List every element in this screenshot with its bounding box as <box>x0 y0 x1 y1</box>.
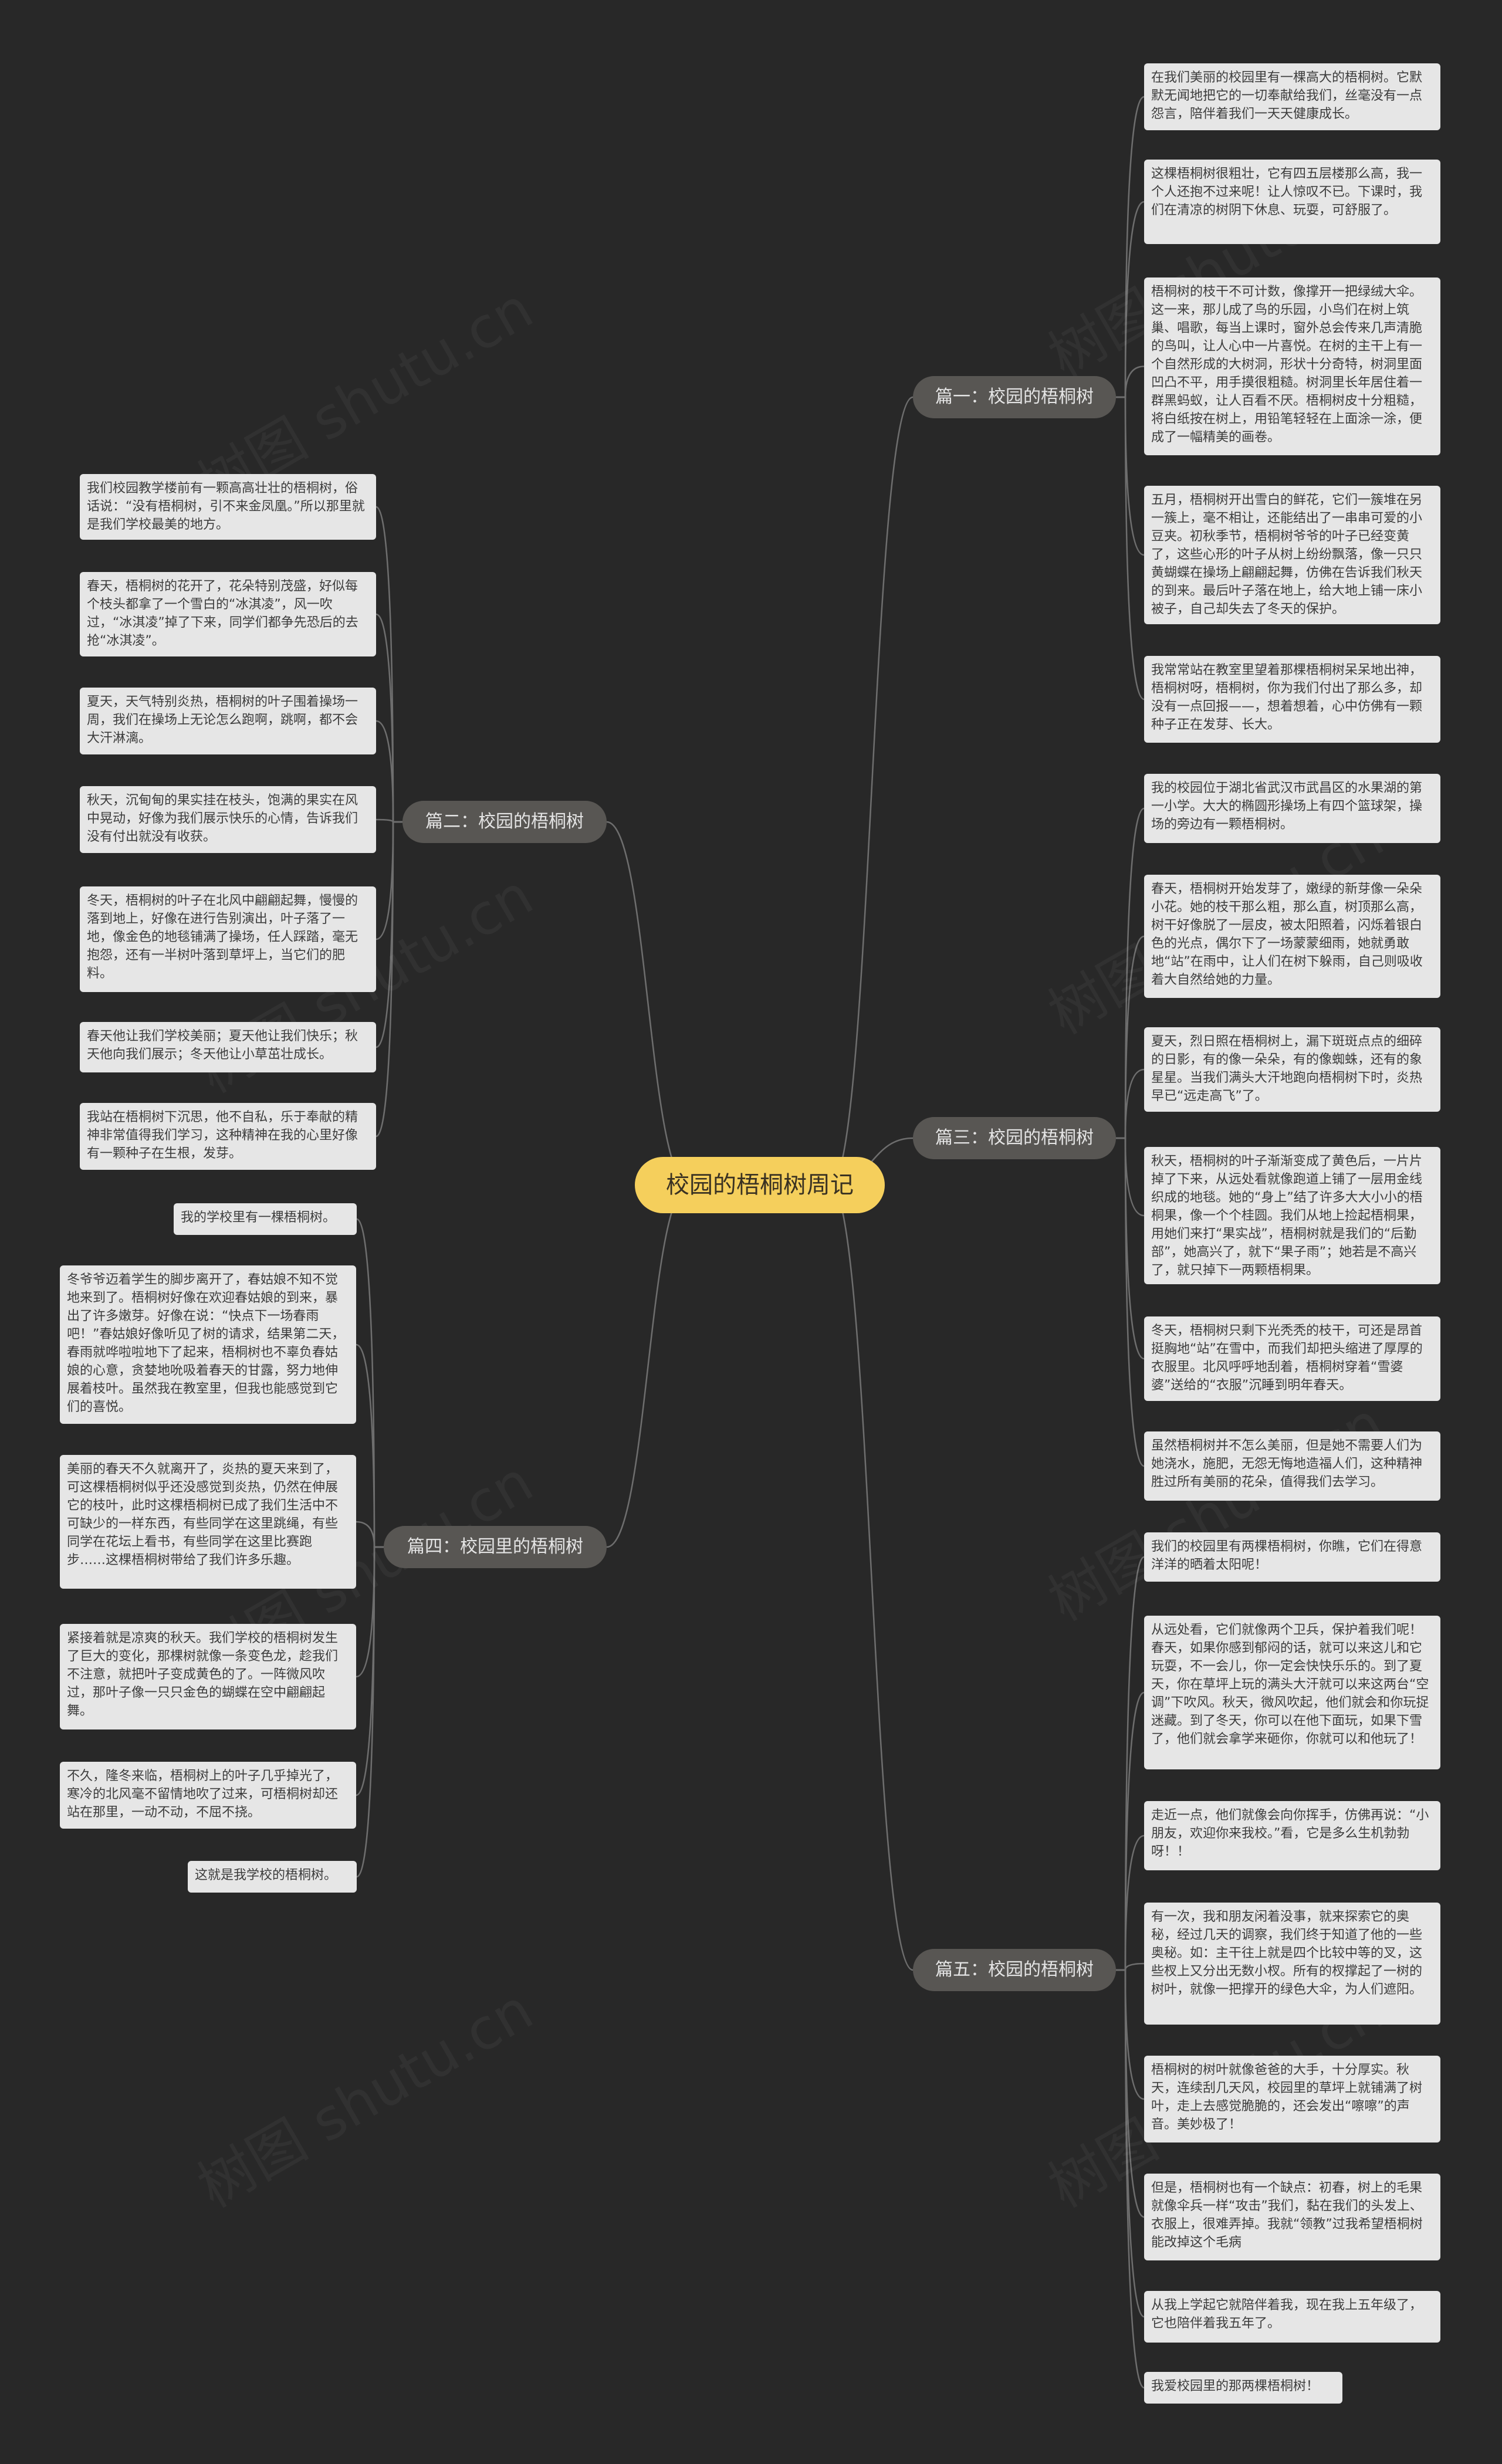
branch-5-leaf-7[interactable]: 从我上学起它就陪伴着我，现在我上五年级了，它也陪伴着我五年了。 <box>1144 2291 1440 2343</box>
branch-2-leaf-6[interactable]: 春天他让我们学校美丽；夏天他让我们快乐；秋天他向我们展示；冬天他让小草茁壮成长。 <box>80 1022 376 1072</box>
branch-1-leaf-1[interactable]: 在我们美丽的校园里有一棵高大的梧桐树。它默默无闻地把它的一切奉献给我们，丝毫没有… <box>1144 63 1440 130</box>
branch-2-leaf-5-connector <box>376 821 402 940</box>
branch-3-leaf-1[interactable]: 我的校园位于湖北省武汉市武昌区的水果湖的第一小学。大大的椭圆形操场上有四个篮球架… <box>1144 774 1440 843</box>
root-to-branch-4-connector <box>606 1184 690 1548</box>
branch-1-leaf-3-connector <box>1116 365 1145 398</box>
branch-5-leaf-6-connector <box>1116 1969 1145 2218</box>
branch-4-leaf-2-connector <box>356 1343 384 1548</box>
branch-3-leaf-2-connector <box>1116 935 1145 1139</box>
branch-2-leaf-2-connector <box>376 613 402 823</box>
branch-1-leaf-4-connector <box>1116 396 1145 556</box>
branch-1-leaf-4[interactable]: 五月，梧桐树开出雪白的鲜花，它们一簇堆在另一簇上，毫不相让，还能结出了一串串可爱… <box>1144 486 1440 624</box>
branch-2-leaf-5[interactable]: 冬天，梧桐树的叶子在北风中翩翩起舞，慢慢的落到地上，好像在进行告别演出，叶子落了… <box>80 886 376 992</box>
branch-3-node[interactable]: 篇三：校园的梧桐树 <box>913 1117 1116 1159</box>
branch-5-leaf-4-connector <box>1116 1962 1145 1971</box>
branch-5-leaf-8-connector <box>1116 1969 1145 2389</box>
connector-lines <box>356 96 1145 2389</box>
root-node[interactable]: 校园的梧桐树周记 <box>635 1157 885 1213</box>
branch-3-leaf-5-connector <box>1116 1137 1145 1360</box>
branch-2-leaf-6-connector <box>376 821 402 1048</box>
branch-1-leaf-3[interactable]: 梧桐树的枝干不可计数，像撑开一把绿绒大伞。这一来，那儿成了鸟的乐园，小鸟们在树上… <box>1144 277 1440 455</box>
root-to-branch-5-connector <box>830 1184 914 1971</box>
branch-3-leaf-3-connector <box>1116 1068 1145 1139</box>
branch-2-leaf-2[interactable]: 春天，梧桐树的花开了，花朵特别茂盛，好似每个枝头都拿了一个雪白的“冰淇凌”，风一… <box>80 572 376 656</box>
branch-5-leaf-1[interactable]: 我们的校园里有两棵梧桐树，你瞧，它们在得意洋洋的晒着太阳呢！ <box>1144 1532 1440 1582</box>
root-to-branch-1-connector <box>830 396 914 1186</box>
branch-1-node[interactable]: 篇一：校园的梧桐树 <box>913 376 1116 418</box>
branch-4-leaf-6-connector <box>356 1546 384 1878</box>
branch-3-leaf-2[interactable]: 春天，梧桐树开始发芽了，嫩绿的新芽像一朵朵小花。她的枝干那么粗，那么直，树顶那么… <box>1144 875 1440 998</box>
branch-2-leaf-7[interactable]: 我站在梧桐树下沉思，他不自私，乐于奉献的精神非常值得我们学习，这种精神在我的心里… <box>80 1103 376 1170</box>
branch-3-leaf-6-connector <box>1116 1137 1145 1467</box>
branch-5-leaf-5-connector <box>1116 1969 1145 2100</box>
branch-5-leaf-8[interactable]: 我爱校园里的那两棵梧桐树！ <box>1144 2372 1342 2404</box>
branch-2-node[interactable]: 篇二：校园的梧桐树 <box>402 801 607 843</box>
branch-2-leaf-3[interactable]: 夏天，天气特别炎热，梧桐树的叶子围着操场一周，我们在操场上无论怎么跑啊，跳啊，都… <box>80 688 376 754</box>
branch-3-leaf-4-connector <box>1116 1137 1145 1217</box>
branch-5-node[interactable]: 篇五：校园的梧桐树 <box>913 1949 1116 1991</box>
branch-5-leaf-3[interactable]: 走近一点，他们就像会向你挥手，仿佛再说：“小朋友，欢迎你来我校。”看，它是多么生… <box>1144 1801 1440 1870</box>
branch-1-leaf-5-connector <box>1116 396 1145 700</box>
branch-4-leaf-4[interactable]: 紧接着就是凉爽的秋天。我们学校的梧桐树发生了巨大的变化，那棵树就像一条变色龙，趁… <box>60 1624 356 1729</box>
branch-4-leaf-1-connector <box>356 1218 384 1548</box>
branch-4-leaf-5[interactable]: 不久，隆冬来临，梧桐树上的叶子几乎掉光了，寒冷的北风毫不留情地吹了过来，可梧桐树… <box>60 1762 356 1829</box>
branch-3-leaf-3[interactable]: 夏天，烈日照在梧桐树上，漏下斑斑点点的细碎的日影，有的像一朵朵，有的像蜘蛛，还有… <box>1144 1027 1440 1112</box>
branch-5-leaf-6[interactable]: 但是，梧桐树也有一个缺点：初春，树上的毛果就像伞兵一样“攻击”我们，黏在我们的头… <box>1144 2174 1440 2260</box>
branch-3-leaf-4[interactable]: 秋天，梧桐树的叶子渐渐变成了黄色后，一片片掉了下来，从远处看就像跑道上铺了一层用… <box>1144 1147 1440 1284</box>
branch-3-leaf-5[interactable]: 冬天，梧桐树只剩下光秃秃的枝干，可还是昂首挺胸地“站”在雪中，而我们却把头缩进了… <box>1144 1316 1440 1401</box>
branch-4-leaf-3[interactable]: 美丽的春天不久就离开了，炎热的夏天来到了，可这棵梧桐树似乎还没感觉到炎热，仍然在… <box>60 1455 356 1589</box>
branch-4-node[interactable]: 篇四：校园里的梧桐树 <box>384 1526 607 1568</box>
branch-2-leaf-7-connector <box>376 821 402 1138</box>
branch-4-leaf-2[interactable]: 冬爷爷迈着学生的脚步离开了，春姑娘不知不觉地来到了。梧桐树好像在欢迎春姑娘的到来… <box>60 1265 356 1424</box>
branch-4-leaf-1[interactable]: 我的学校里有一棵梧桐树。 <box>174 1203 357 1235</box>
branch-5-leaf-4[interactable]: 有一次，我和朋友闲着没事，就来探索它的奥秘，经过几天的调察，我们终于知道了他的一… <box>1144 1903 1440 2025</box>
branch-1-leaf-5[interactable]: 我常常站在教室里望着那棵梧桐树呆呆地出神，梧桐树呀，梧桐树，你为我们付出了那么多… <box>1144 656 1440 743</box>
branch-5-leaf-2[interactable]: 从远处看，它们就像两个卫兵，保护着我们呢！春天，如果你感到郁闷的话，就可以来这儿… <box>1144 1616 1440 1769</box>
branch-3-leaf-6[interactable]: 虽然梧桐树并不怎么美丽，但是她不需要人们为她浇水，施肥，无怨无悔地造福人们，这种… <box>1144 1431 1440 1501</box>
branch-5-leaf-2-connector <box>1116 1691 1145 1971</box>
branch-2-leaf-1[interactable]: 我们校园教学楼前有一颗高高壮壮的梧桐树，俗话说：“没有梧桐树，引不来金凤凰。”所… <box>80 474 376 540</box>
branch-4-leaf-6[interactable]: 这就是我学校的梧桐树。 <box>188 1861 357 1893</box>
branch-4-leaf-3-connector <box>356 1521 384 1548</box>
branch-1-leaf-2[interactable]: 这棵梧桐树很粗壮，它有四五层楼那么高，我一个人还抱不过来呢！让人惊叹不已。下课时… <box>1144 160 1440 244</box>
branch-2-leaf-3-connector <box>376 720 402 823</box>
branch-5-leaf-3-connector <box>1116 1835 1145 1971</box>
branch-1-leaf-2-connector <box>1116 201 1145 398</box>
root-to-branch-2-connector <box>606 821 690 1186</box>
branch-5-leaf-7-connector <box>1116 1969 1145 2318</box>
branch-4-leaf-5-connector <box>356 1546 384 1796</box>
branch-2-leaf-4[interactable]: 秋天，沉甸甸的果实挂在枝头，饱满的果实在风中晃动，好像为我们展示快乐的心情，告诉… <box>80 786 376 853</box>
branch-5-leaf-5[interactable]: 梧桐树的树叶就像爸爸的大手，十分厚实。秋天，连续刮几天风，校园里的草坪上就铺满了… <box>1144 2056 1440 2143</box>
branch-4-leaf-4-connector <box>356 1546 384 1678</box>
